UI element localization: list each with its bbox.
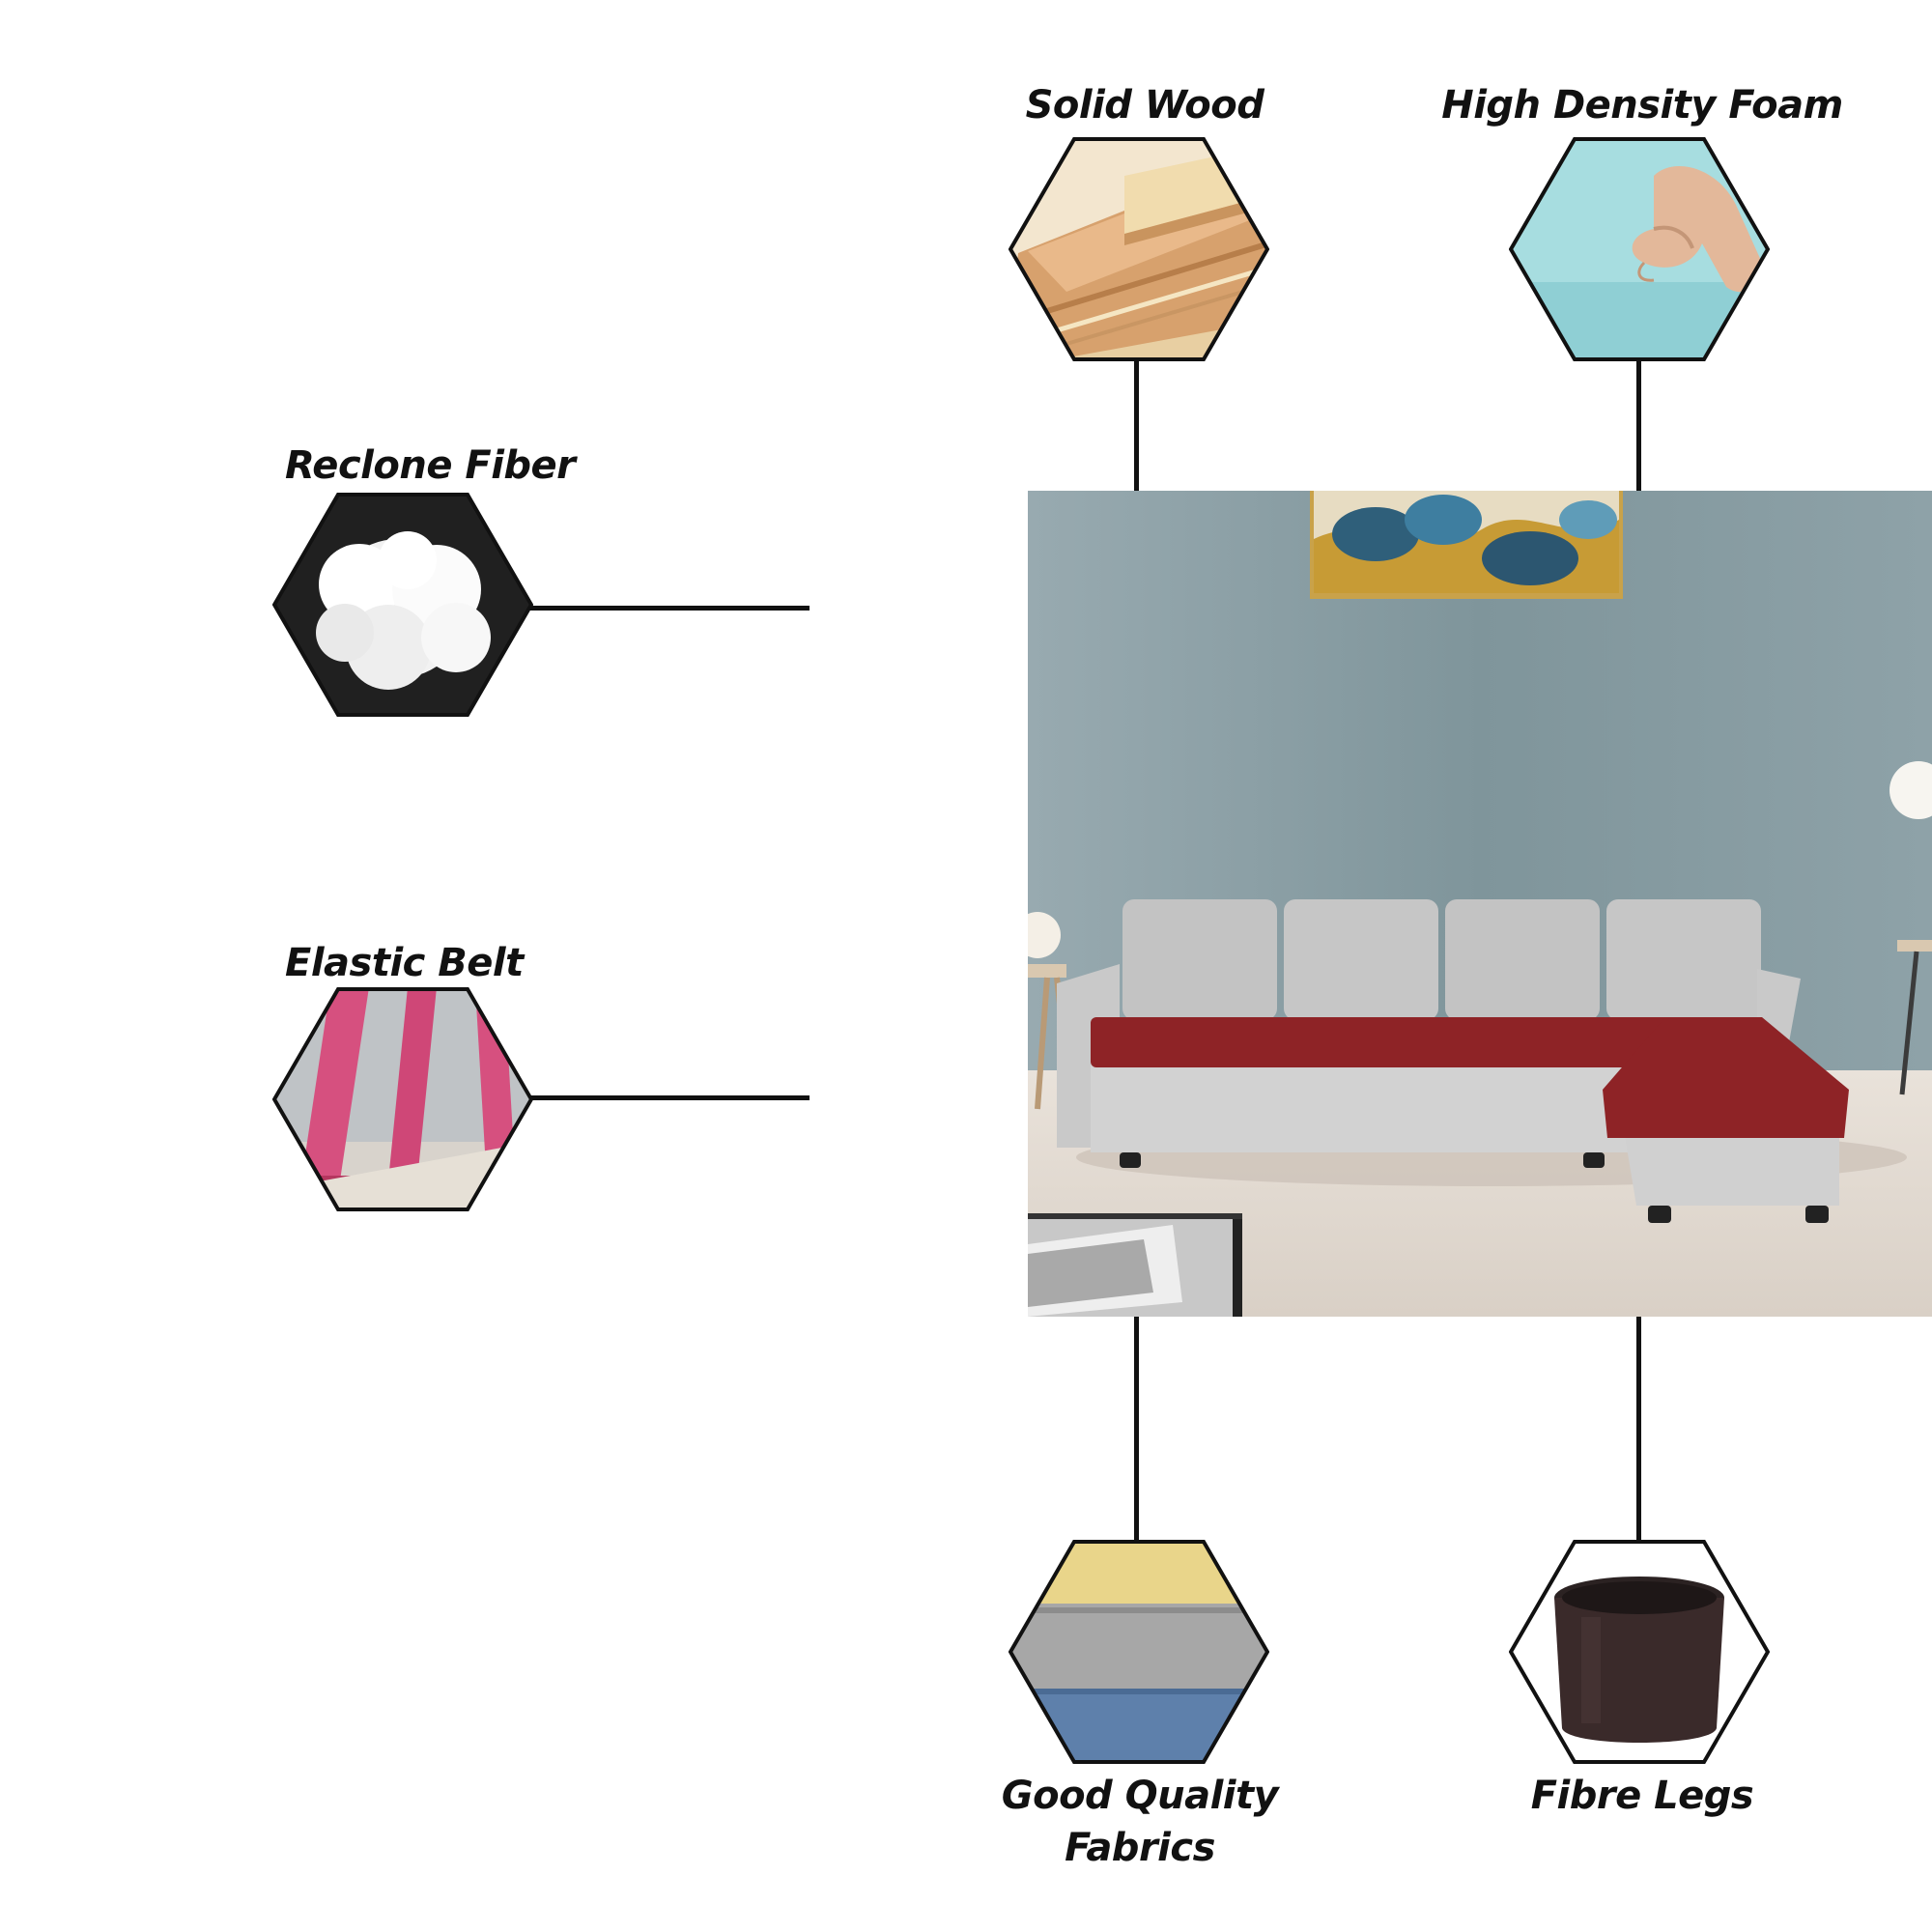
connector-solid-wood <box>1134 359 1139 491</box>
fiber-icon <box>272 493 533 717</box>
sofa-product-image <box>1028 491 1932 1317</box>
connector-high-density-foam <box>1636 359 1641 491</box>
connector-reclone-fiber <box>529 606 810 611</box>
elastic-belt-label: Elastic Belt <box>285 941 524 985</box>
connector-fibre-legs <box>1636 1317 1641 1541</box>
elastic-belt-icon <box>272 987 533 1211</box>
sofa-leg-icon <box>1509 1540 1770 1764</box>
connector-good-quality-fabrics <box>1134 1317 1139 1541</box>
high-density-foam-label: High Density Foam <box>1441 83 1843 128</box>
solid-wood-icon <box>1009 137 1269 361</box>
coffee-table <box>1028 1213 1242 1317</box>
fibre-legs-label: Fibre Legs <box>1530 1774 1754 1818</box>
good-quality-fabrics-label-line1: Good Quality <box>1001 1774 1279 1818</box>
good-quality-fabrics-label-line2: Fabrics <box>1065 1826 1215 1870</box>
foam-icon <box>1509 137 1770 361</box>
l-shaped-sofa <box>1057 899 1849 1223</box>
solid-wood-label: Solid Wood <box>1025 83 1264 128</box>
fabric-icon <box>1009 1540 1269 1764</box>
wall-painting <box>1310 491 1623 599</box>
connector-elastic-belt <box>529 1095 810 1100</box>
reclone-fiber-label: Reclone Fiber <box>285 443 576 488</box>
